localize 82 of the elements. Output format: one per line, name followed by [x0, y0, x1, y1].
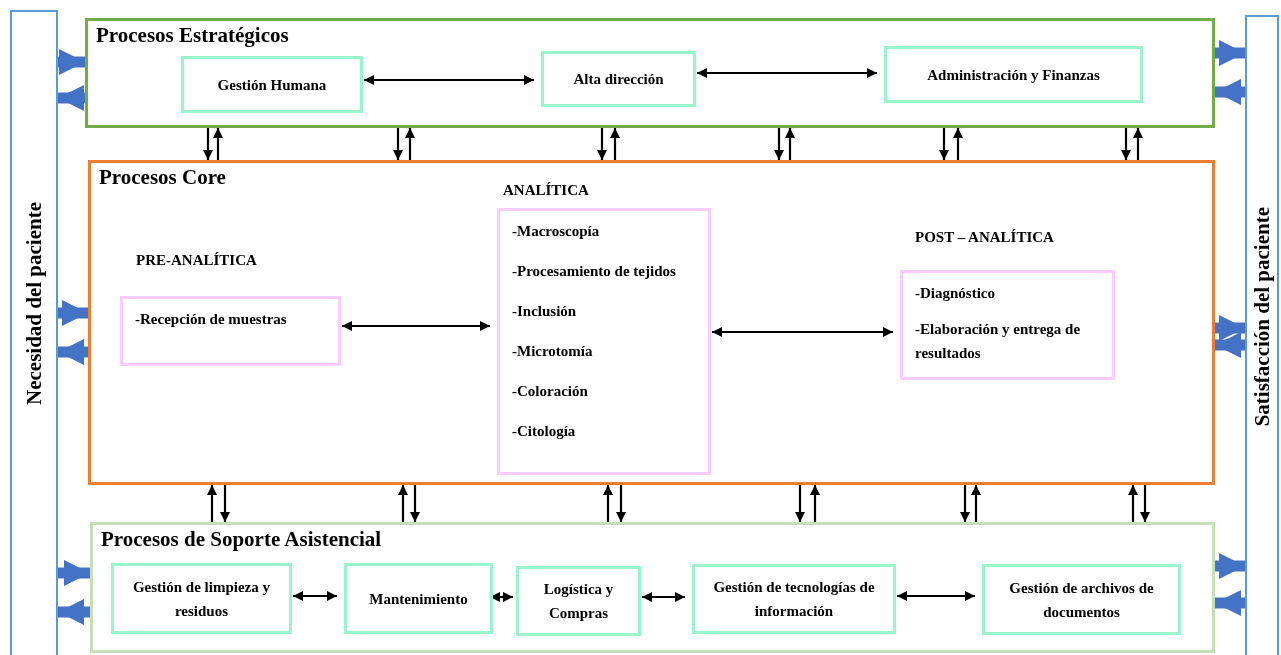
block-arrow [58, 300, 88, 326]
process-box [982, 564, 1181, 635]
block-arrow [1215, 79, 1245, 105]
step-text: -Microtomía [512, 342, 594, 361]
process-box [692, 564, 896, 634]
arrow [398, 485, 408, 522]
process-box [181, 56, 363, 113]
arrow [1140, 485, 1150, 522]
block-arrow [1215, 315, 1245, 341]
arrow [597, 128, 607, 160]
arrow [293, 591, 337, 601]
step-text: -Macroscopía [512, 222, 601, 241]
section-heading: PRE-ANALÍTICA [136, 252, 257, 269]
arrow [490, 592, 513, 602]
arrow [1121, 128, 1131, 160]
process-box [541, 51, 696, 107]
step-text: -Procesamiento de tejidos [512, 262, 677, 281]
process-name: Gestión de limpieza y residuos [131, 577, 272, 621]
block-arrow [1215, 590, 1245, 616]
arrow [971, 485, 981, 522]
arrow [939, 128, 949, 160]
process-group [88, 160, 1215, 485]
arrow [810, 485, 820, 522]
section-heading: ANALÍTICA [503, 182, 589, 199]
step-text: -Elaboración y entrega de resultados [915, 320, 1082, 363]
step-text: -Diagnóstico [915, 284, 996, 303]
group-title: Procesos Core [99, 165, 226, 190]
arrow [697, 68, 877, 78]
process-name: Mantenimiento [369, 589, 468, 609]
step-text: -Recepción de muestras [135, 310, 288, 329]
arrow [603, 485, 613, 522]
block-arrow [58, 599, 90, 625]
arrow [1133, 128, 1143, 160]
process-box [516, 566, 641, 636]
arrow [712, 327, 893, 337]
group-title: Procesos de Soporte Asistencial [101, 527, 382, 552]
step-text: -Inclusión [512, 302, 578, 321]
process-name: Logística y Compras [542, 580, 615, 623]
arrow [213, 128, 223, 160]
arrow [342, 321, 490, 331]
patient-band [10, 10, 58, 655]
arrow [220, 485, 230, 522]
arrow [405, 128, 415, 160]
process-box [884, 46, 1143, 103]
arrow [897, 591, 975, 601]
process-name: Alta dirección [573, 70, 664, 89]
arrow [207, 485, 217, 522]
step-text: -Citología [512, 422, 577, 441]
step-text: -Coloración [512, 382, 589, 401]
group-title: Procesos Estratégicos [96, 23, 289, 48]
arrow [960, 485, 970, 522]
patient-band [1245, 15, 1279, 655]
block-arrow [58, 560, 90, 586]
block-arrow [58, 49, 85, 75]
block-arrow [1215, 40, 1245, 66]
process-name: Gestión de archivos de documentos [1008, 578, 1155, 622]
block-arrow [58, 85, 85, 111]
block-arrow [1215, 332, 1245, 358]
process-name: Gestión de tecnologías de información [712, 578, 876, 621]
arrow [610, 128, 620, 160]
section-heading: POST – ANALÍTICA [915, 229, 1054, 246]
band-text: Necesidad del paciente [21, 202, 47, 405]
arrow [1128, 485, 1138, 522]
process-box [344, 563, 493, 634]
process-group [90, 522, 1215, 653]
arrow [953, 128, 963, 160]
arrow [616, 485, 626, 522]
arrow [203, 128, 213, 160]
block-arrow [58, 339, 88, 365]
process-box [111, 563, 292, 634]
block-arrow [1215, 553, 1245, 579]
arrow [642, 592, 685, 602]
arrow [774, 128, 784, 160]
arrow [785, 128, 795, 160]
band-text: Satisfacción del paciente [1249, 207, 1275, 427]
arrow [393, 128, 403, 160]
arrow [410, 485, 420, 522]
process-group [85, 18, 1215, 128]
process-name: Gestión Humana [217, 75, 327, 95]
process-name: Administración y Finanzas [927, 65, 1100, 85]
arrow [364, 75, 534, 85]
arrow [795, 485, 805, 522]
